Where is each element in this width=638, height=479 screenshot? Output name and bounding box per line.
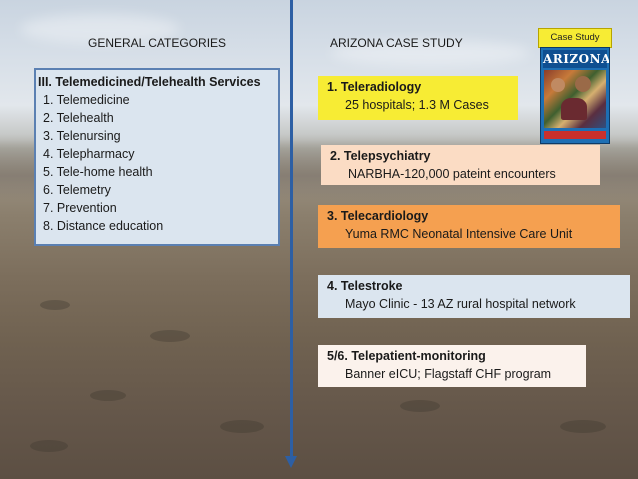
case-detail: 25 hospitals; 1.3 M Cases xyxy=(345,98,489,112)
general-categories-heading: GENERAL CATEGORIES xyxy=(88,36,227,50)
list-item: 6. Telemetry xyxy=(43,183,111,197)
shrub xyxy=(90,390,126,401)
shrub xyxy=(560,420,606,433)
shrub xyxy=(400,400,440,412)
general-list: 1. Telemedicine 2. Telehealth 3. Telenur… xyxy=(38,91,278,235)
case-telestroke: 4. Telestroke Mayo Clinic - 13 AZ rural … xyxy=(318,275,630,318)
divider-arrow-icon xyxy=(285,456,297,468)
arizona-book-cover: ARIZONA xyxy=(540,47,610,144)
shrub xyxy=(150,330,190,342)
list-item: 5. Tele-home health xyxy=(43,165,153,179)
case-telepsychiatry: 2. Telepsychiatry NARBHA-120,000 pateint… xyxy=(321,145,600,185)
case-detail: Mayo Clinic - 13 AZ rural hospital netwo… xyxy=(345,297,576,311)
divider-line xyxy=(290,0,293,462)
case-detail: NARBHA-120,000 pateint encounters xyxy=(348,167,556,181)
case-study-label: Case Study xyxy=(538,28,612,48)
cloud xyxy=(330,40,530,66)
case-title: 2. Telepsychiatry xyxy=(330,149,431,163)
list-item: 2. Telehealth xyxy=(43,111,114,125)
case-telepatient-monitoring: 5/6. Telepatient-monitoring Banner eICU;… xyxy=(318,345,586,387)
cloud xyxy=(20,14,180,44)
case-title: 3. Telecardiology xyxy=(327,209,429,223)
case-detail: Yuma RMC Neonatal Intensive Care Unit xyxy=(345,227,573,241)
cover-title: ARIZONA xyxy=(543,50,610,68)
list-item: 8. Distance education xyxy=(43,219,164,233)
case-detail: Banner eICU; Flagstaff CHF program xyxy=(345,367,552,381)
general-categories-box: III. Telemedicined/Telehealth Services 1… xyxy=(34,68,280,246)
case-title: 5/6. Telepatient-monitoring xyxy=(327,349,486,363)
arizona-case-study-heading: ARIZONA CASE STUDY xyxy=(330,36,463,50)
case-title: 1. Teleradiology xyxy=(327,80,422,94)
list-item: 7. Prevention xyxy=(43,201,117,215)
shrub xyxy=(30,440,68,452)
shrub xyxy=(220,420,264,433)
list-item: 1. Telemedicine xyxy=(43,93,130,107)
general-title: III. Telemedicined/Telehealth Services xyxy=(38,75,261,89)
case-teleradiology: 1. Teleradiology 25 hospitals; 1.3 M Cas… xyxy=(318,76,518,120)
case-telecardiology: 3. Telecardiology Yuma RMC Neonatal Inte… xyxy=(318,205,620,248)
list-item: 3. Telenursing xyxy=(43,129,121,143)
list-item: 4. Telepharmacy xyxy=(43,147,135,161)
case-title: 4. Telestroke xyxy=(327,279,403,293)
shrub xyxy=(40,300,70,310)
